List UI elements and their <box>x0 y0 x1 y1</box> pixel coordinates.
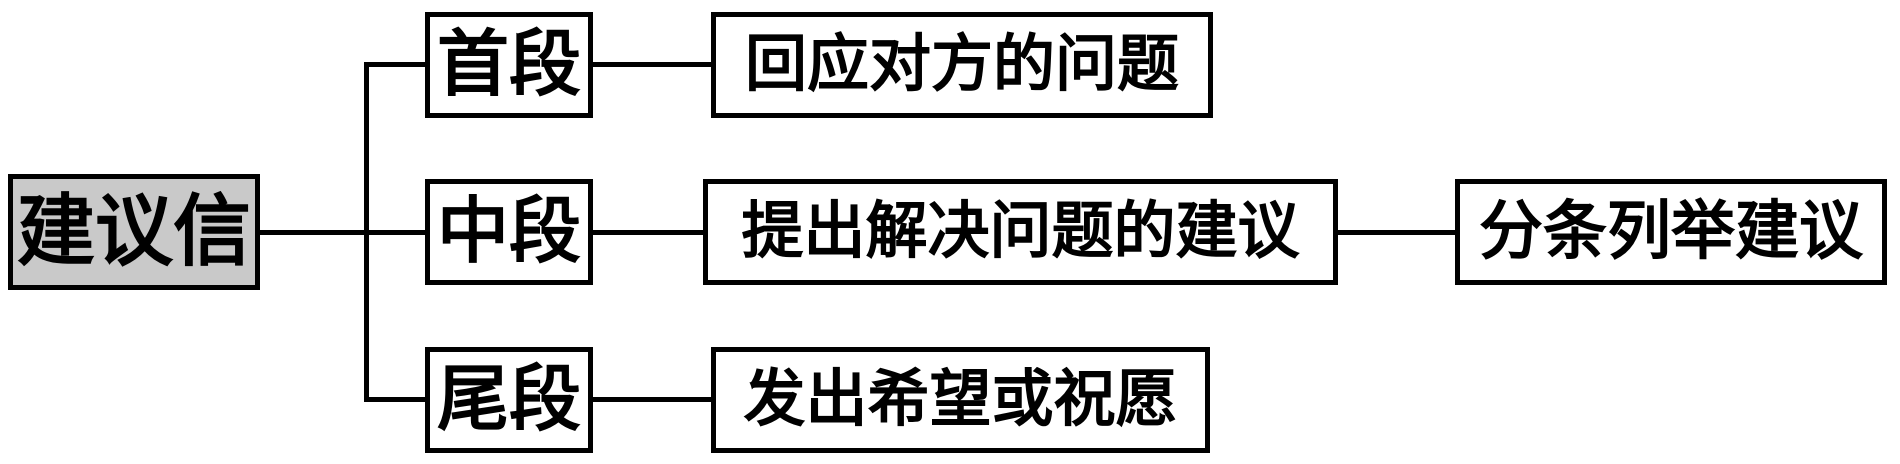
connector-root-to-middle <box>258 230 425 235</box>
content-node-first-paragraph: 回应对方的问题 <box>711 12 1213 118</box>
connector-middle-content-to-extra <box>1338 230 1455 235</box>
connector-middle-stage-to-content <box>593 230 703 235</box>
stage-node-first-paragraph: 首段 <box>425 12 593 118</box>
root-node-label: 建议信 <box>16 188 251 275</box>
content-label: 提出解决问题的建议 <box>741 198 1300 266</box>
stage-label: 尾段 <box>436 360 581 440</box>
stage-label: 中段 <box>436 192 581 272</box>
stage-label: 首段 <box>436 25 581 105</box>
connector-first-stage-to-content <box>593 62 711 67</box>
content-node-middle-paragraph: 提出解决问题的建议 <box>703 179 1338 285</box>
stage-node-last-paragraph: 尾段 <box>425 347 593 453</box>
content-label: 回应对方的问题 <box>744 31 1179 99</box>
connector-trunk-to-last-stage <box>364 397 425 402</box>
connector-last-stage-to-content <box>593 397 711 402</box>
stage-node-middle-paragraph: 中段 <box>425 179 593 285</box>
content-label: 发出希望或祝愿 <box>743 366 1178 434</box>
root-node: 建议信 <box>8 174 260 290</box>
content-node-last-paragraph: 发出希望或祝愿 <box>711 347 1210 453</box>
extra-node-list-suggestions: 分条列举建议 <box>1455 179 1887 285</box>
connector-trunk-to-first-stage <box>364 62 425 67</box>
extra-label: 分条列举建议 <box>1479 196 1863 267</box>
